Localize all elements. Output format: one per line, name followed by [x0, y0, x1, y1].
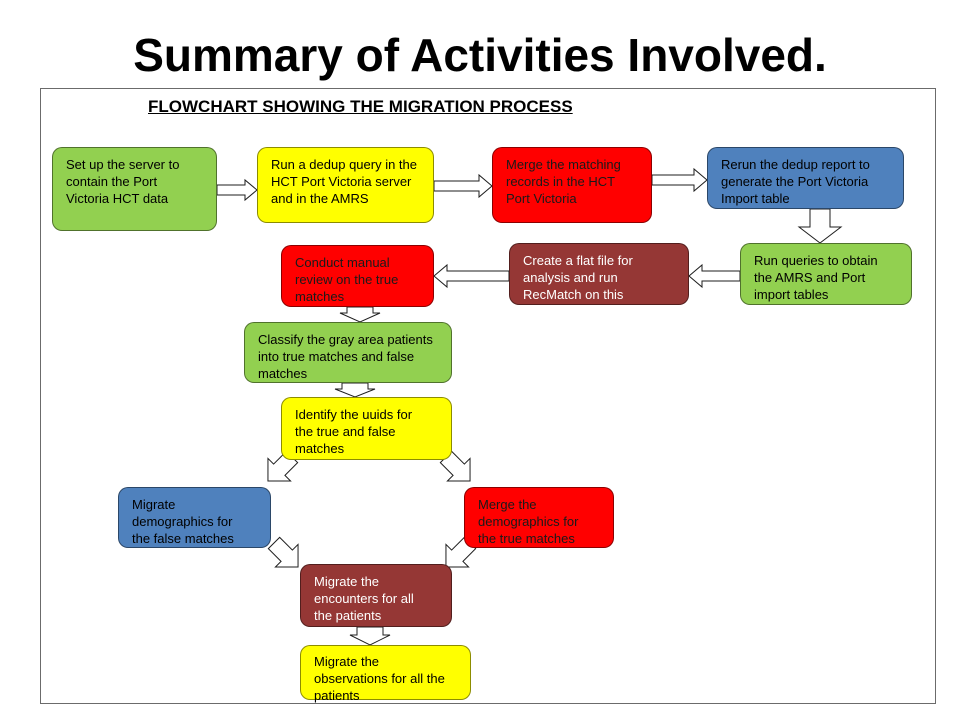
arrow-manual-review-to-classify [339, 306, 381, 323]
step-classify-gray-area: Classify the gray area patients into tru… [244, 322, 452, 383]
step-text: Conduct manual review on the true matche… [295, 255, 399, 304]
step-migrate-demographics-false: Migrate demographics for the false match… [118, 487, 271, 548]
arrow-rerun-report-to-run-queries [797, 208, 843, 244]
step-text: Migrate demographics for the false match… [132, 497, 234, 546]
step-text: Merge the matching records in the HCT Po… [506, 157, 621, 206]
arrow-encounters-to-observations [349, 626, 391, 646]
arrow-dedup-query-to-merge-records [433, 173, 493, 199]
step-text: Create a flat file for analysis and run … [523, 253, 633, 302]
step-identify-uuids: Identify the uuids for the true and fals… [281, 397, 452, 460]
flowchart-frame [40, 88, 936, 704]
arrow-run-queries-to-flat-file [688, 263, 741, 289]
flowchart-heading: FLOWCHART SHOWING THE MIGRATION PROCESS [148, 97, 573, 116]
step-text: Set up the server to contain the Port Vi… [66, 157, 180, 206]
step-merge-demographics-true: Merge the demographics for the true matc… [464, 487, 614, 548]
step-text: Classify the gray area patients into tru… [258, 332, 433, 381]
step-migrate-encounters: Migrate the encounters for all the patie… [300, 564, 452, 627]
step-text: Run a dedup query in the HCT Port Victor… [271, 157, 417, 206]
step-setup-server: Set up the server to contain the Port Vi… [52, 147, 217, 231]
arrow-setup-to-dedup-query [216, 178, 258, 202]
step-create-flat-file: Create a flat file for analysis and run … [509, 243, 689, 305]
arrow-classify-to-identify-uuids [334, 382, 376, 398]
step-rerun-dedup-report: Rerun the dedup report to generate the P… [707, 147, 904, 209]
step-text: Merge the demographics for the true matc… [478, 497, 579, 546]
arrow-migrate-false-to-encounters [267, 536, 299, 568]
step-text: Rerun the dedup report to generate the P… [721, 157, 870, 206]
step-merge-matching-records: Merge the matching records in the HCT Po… [492, 147, 652, 223]
step-manual-review: Conduct manual review on the true matche… [281, 245, 434, 307]
step-text: Identify the uuids for the true and fals… [295, 407, 413, 456]
slide-title: Summary of Activities Involved. [133, 29, 827, 81]
step-text: Run queries to obtain the AMRS and Port … [754, 253, 878, 302]
arrow-identify-to-merge-true [439, 450, 471, 482]
step-migrate-observations: Migrate the observations for all the pat… [300, 645, 471, 703]
arrow-flat-file-to-manual-review [433, 263, 510, 289]
step-run-queries: Run queries to obtain the AMRS and Port … [740, 243, 912, 305]
step-text: Migrate the encounters for all the patie… [314, 574, 414, 623]
step-run-dedup-query: Run a dedup query in the HCT Port Victor… [257, 147, 434, 223]
arrow-merge-records-to-rerun-report [651, 167, 708, 193]
step-text: Migrate the observations for all the pat… [314, 654, 445, 703]
